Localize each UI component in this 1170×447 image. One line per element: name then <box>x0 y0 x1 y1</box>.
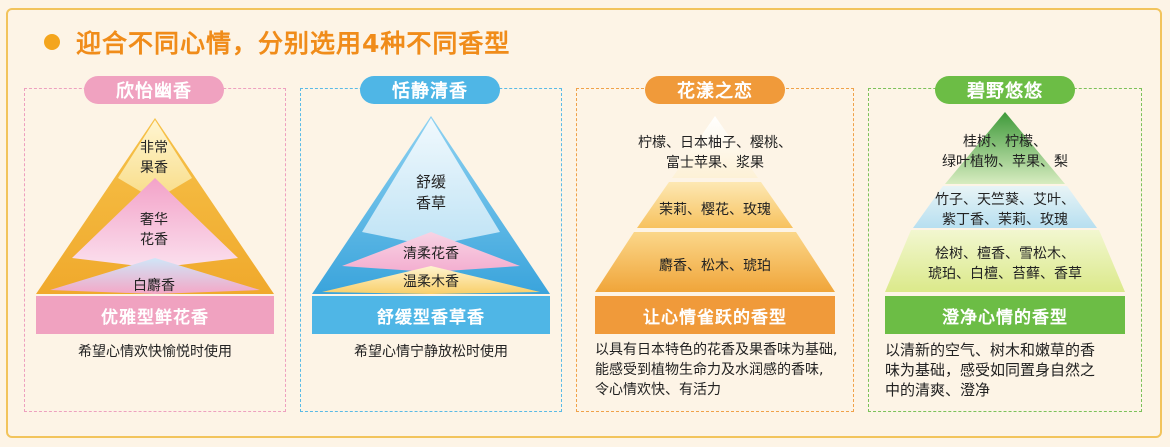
bullet-dot-icon <box>44 34 60 50</box>
pyramid-biye <box>885 112 1125 292</box>
layer-label-biye-bottom: 桧树、檀香、雪松木、 琥珀、白檀、苔藓、香草 <box>928 246 1082 282</box>
pyramid-tianjing-middle-layer <box>342 232 520 272</box>
pyramid-xinyi-middle-layer <box>72 178 238 268</box>
layer-label-biye-middle: 竹子、天竺葵、艾叶、 紫丁香、茉莉、玫瑰 <box>935 192 1075 228</box>
pyramid-tianjing-bottom-layer <box>322 266 540 294</box>
pyramid-biye-top-layer <box>945 112 1065 184</box>
layer-label-xinyi-top: 非常 果香 <box>140 140 168 176</box>
type-bar-huayang: 让心情雀跃的香型 <box>595 296 835 334</box>
layer-label-xinyi-middle: 奢华 花香 <box>140 212 168 248</box>
layer-label-tianjing-top: 舒缓 香草 <box>415 173 446 212</box>
layer-label-biye-top: 桂树、柠檬、 绿叶植物、苹果、梨 <box>942 134 1068 170</box>
pyramid-xinyi <box>36 118 274 294</box>
pyramid-huayang <box>595 116 835 292</box>
description-tianjing: 希望心情宁静放松时使用 <box>354 344 508 360</box>
pyramid-biye-bottom-layer <box>885 230 1125 292</box>
pyramid-xinyi-top-layer <box>118 120 192 200</box>
layer-label-huayang-bottom: 麝香、松木、琥珀 <box>659 258 771 274</box>
pyramid-xinyi-bottom-layer <box>50 258 260 294</box>
description-xinyi: 希望心情欢快愉悦时使用 <box>78 344 232 360</box>
layer-label-huayang-top: 柠檬、日本柚子、樱桃、 富士苹果、浆果 <box>638 135 792 171</box>
description-huayang: 以具有日本特色的花香及果香味为基础, 能感受到植物生命力及水润感的香味, 令心情… <box>595 342 838 398</box>
panel-title-biye: 碧野悠悠 <box>935 76 1075 104</box>
layer-label-tianjing-middle: 清柔花香 <box>403 246 459 262</box>
pyramid-biye-middle-layer <box>913 186 1097 228</box>
panel-title-huayang: 花漾之恋 <box>645 76 785 104</box>
layer-label-xinyi-bottom: 白麝香 <box>133 278 175 294</box>
pyramid-huayang-middle-layer <box>637 182 793 228</box>
type-bar-tianjing: 舒缓型香草香 <box>312 296 550 334</box>
outer-frame <box>6 8 1162 438</box>
pyramid-tianjing-top-layer <box>362 118 500 246</box>
panel-title-xinyi: 欣怡幽香 <box>84 76 224 104</box>
heading-text: 迎合不同心情，分别选用4种不同香型 <box>76 29 511 58</box>
layer-label-tianjing-bottom: 温柔木香 <box>403 274 459 290</box>
pyramid-tianjing <box>312 116 550 294</box>
type-bar-xinyi: 优雅型鲜花香 <box>36 296 274 334</box>
pyramid-huayang-top-layer <box>672 116 758 178</box>
layer-label-huayang-middle: 茉莉、樱花、玫瑰 <box>659 202 771 218</box>
pyramid-huayang-bottom-layer <box>595 232 835 292</box>
section-heading: 迎合不同心情，分别选用4种不同香型 <box>44 24 510 60</box>
type-bar-biye: 澄净心情的香型 <box>885 296 1125 334</box>
description-biye: 以清新的空气、树木和嫩草的香 味为基础，感受如同置身自然之 中的清爽、澄净 <box>885 341 1096 399</box>
panel-title-tianjing: 恬静清香 <box>360 76 500 104</box>
